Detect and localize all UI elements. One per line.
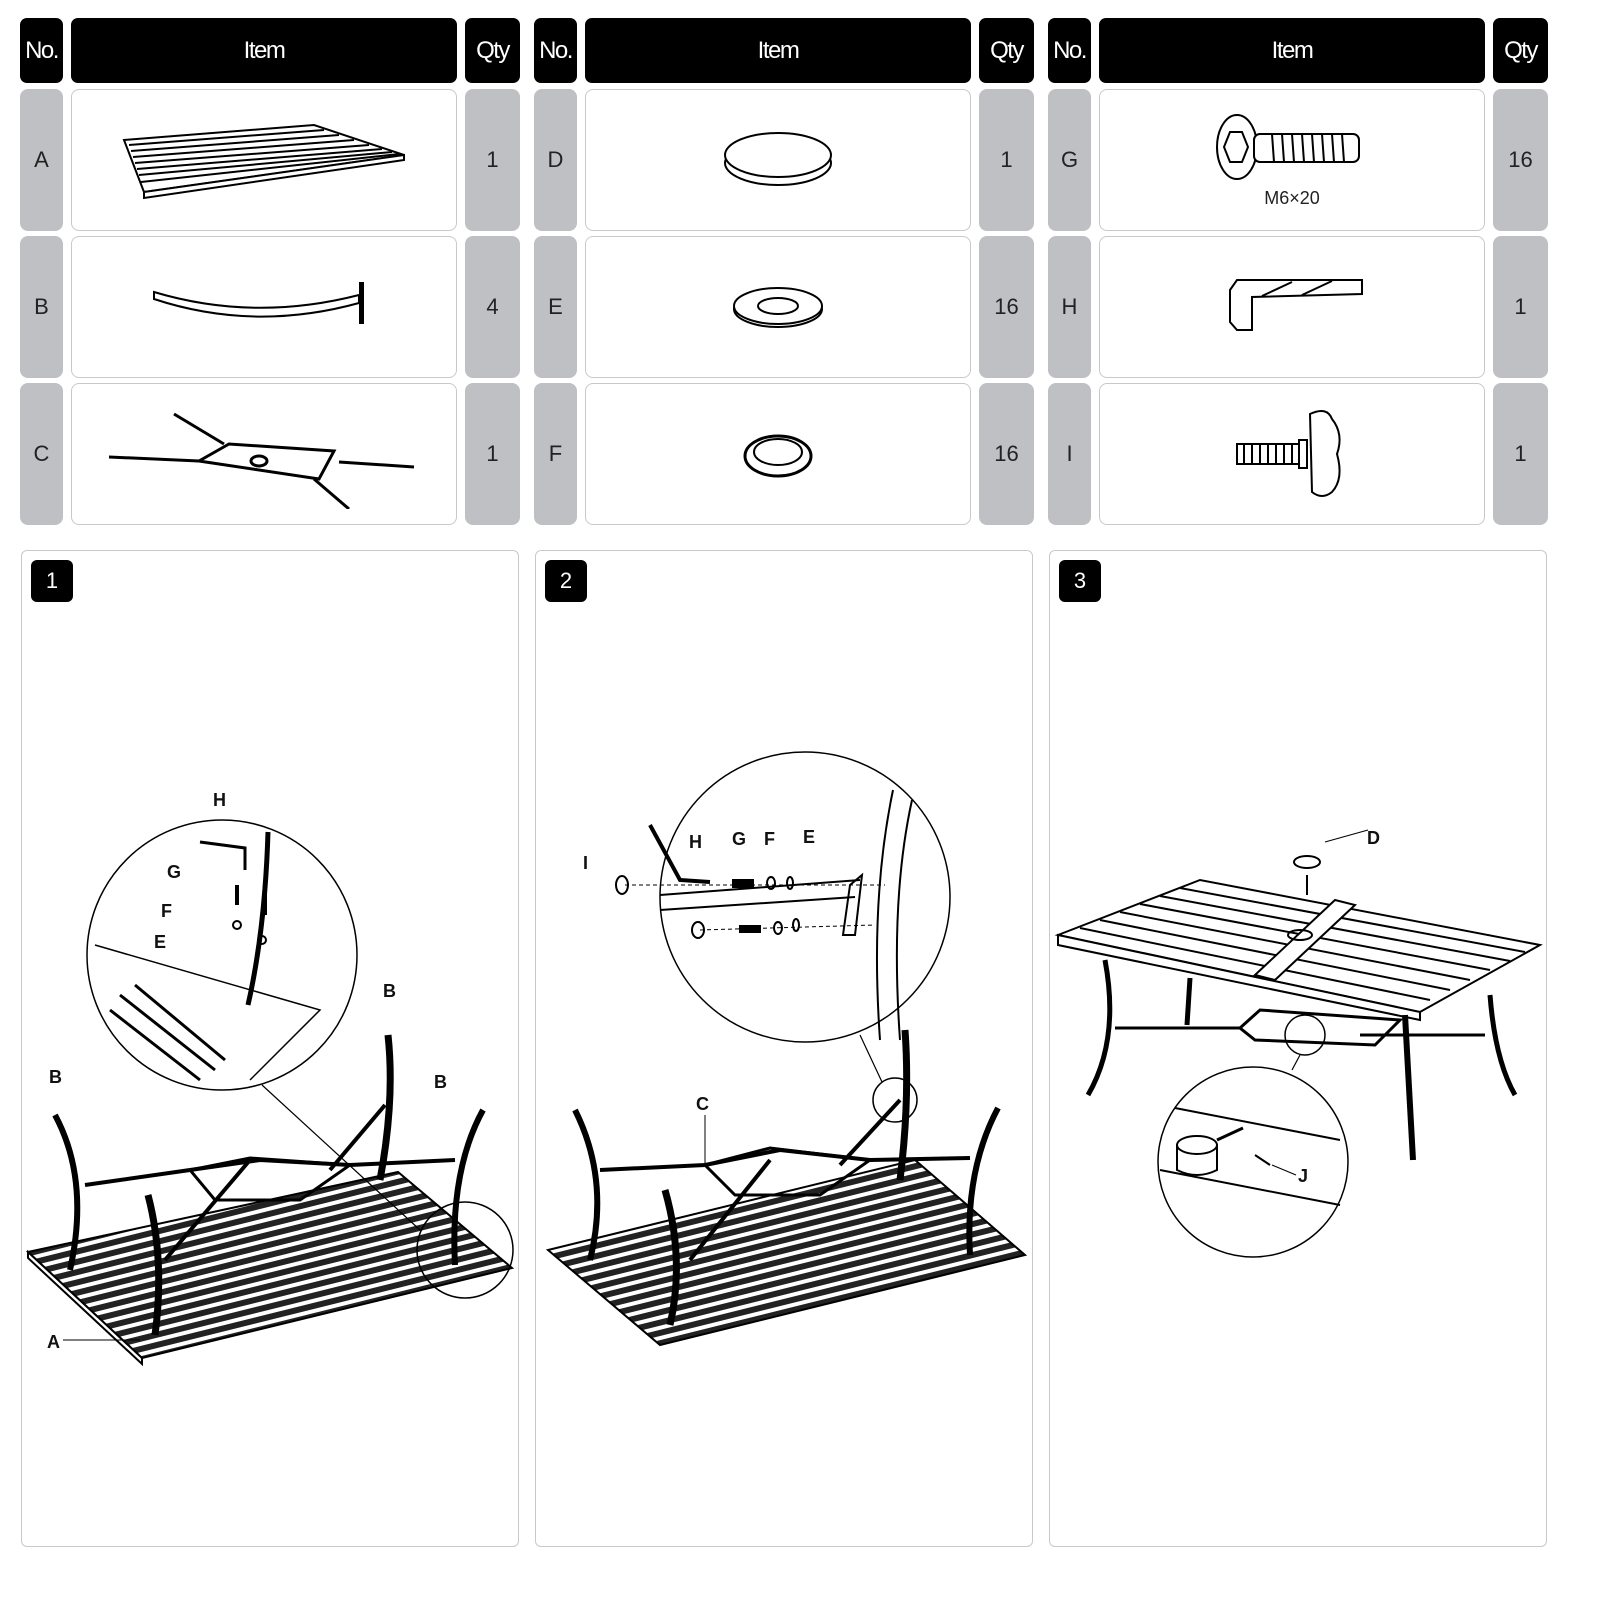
part-qty: 4 — [465, 236, 520, 378]
part-no: H — [1048, 236, 1091, 378]
part-qty: 1 — [1493, 236, 1548, 378]
part-qty: 1 — [1493, 383, 1548, 525]
part-item — [585, 383, 971, 525]
part-qty: 1 — [465, 383, 520, 525]
spring-washer-icon — [743, 434, 813, 478]
part-item — [1099, 383, 1485, 525]
tabletop-icon — [122, 123, 405, 200]
header-qty: Qty — [979, 18, 1034, 83]
part-qty: 16 — [979, 383, 1034, 525]
part-no: B — [20, 236, 63, 378]
part-no: D — [534, 89, 577, 231]
step-number: 3 — [1059, 560, 1101, 602]
step-1-panel: 1 — [21, 550, 519, 1547]
flat-washer-icon — [733, 287, 823, 328]
header-no: No. — [534, 18, 577, 83]
part-qty: 1 — [979, 89, 1034, 231]
step-number: 2 — [545, 560, 587, 602]
thumb-screw-icon — [1236, 409, 1341, 497]
part-qty: 1 — [465, 89, 520, 231]
part-qty: 16 — [1493, 89, 1548, 231]
step-3-panel: 3 — [1049, 550, 1547, 1547]
part-item — [71, 236, 457, 378]
part-item — [71, 383, 457, 525]
part-no: E — [534, 236, 577, 378]
header-item: Item — [585, 18, 971, 83]
part-item — [71, 89, 457, 231]
allen-key-icon — [1229, 279, 1363, 331]
step-number: 1 — [31, 560, 73, 602]
part-item — [585, 236, 971, 378]
part-no: C — [20, 383, 63, 525]
part-no: A — [20, 89, 63, 231]
leg-icon — [153, 282, 364, 324]
header-no: No. — [1048, 18, 1091, 83]
header-item: Item — [1099, 18, 1485, 83]
header-item: Item — [71, 18, 457, 83]
part-qty: 16 — [979, 236, 1034, 378]
part-no: F — [534, 383, 577, 525]
header-qty: Qty — [465, 18, 520, 83]
part-item: M6×20 — [1099, 89, 1485, 231]
part-item — [585, 89, 971, 231]
header-qty: Qty — [1493, 18, 1548, 83]
bolt-icon — [1216, 113, 1360, 180]
part-no: I — [1048, 383, 1091, 525]
header-no: No. — [20, 18, 63, 83]
part-item — [1099, 236, 1485, 378]
part-no: G — [1048, 89, 1091, 231]
part-spec: M6×20 — [1264, 187, 1320, 208]
cap-icon — [724, 132, 832, 186]
step-2-panel: 2 — [535, 550, 1033, 1547]
base-frame-icon — [108, 412, 415, 509]
